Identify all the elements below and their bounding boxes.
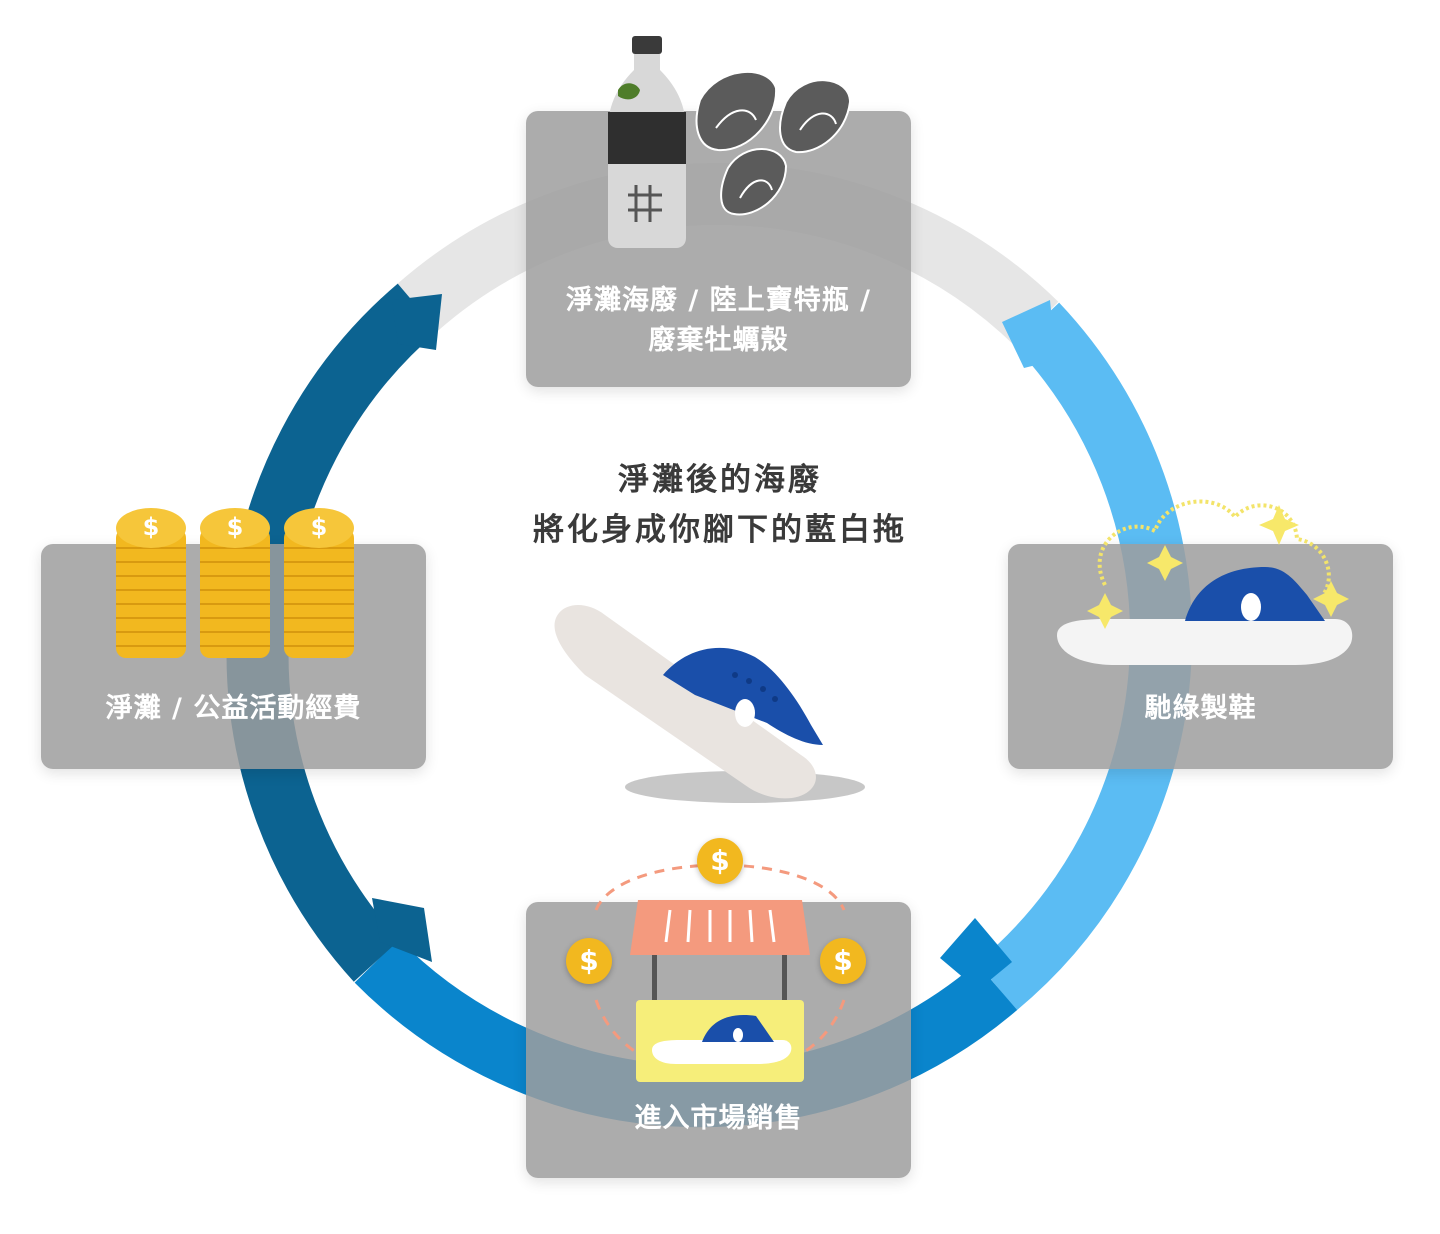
coin-icon-left: $	[566, 938, 612, 984]
center-slipper-icon	[554, 605, 865, 803]
waste-illustration	[608, 36, 852, 248]
slipper-icon	[1057, 567, 1353, 665]
market-illustration	[594, 863, 846, 1082]
coin-stack-icon	[116, 508, 354, 658]
oyster-shell-icon	[695, 70, 852, 216]
manufacture-illustration	[1057, 499, 1353, 665]
ring-arrowhead-bottom-right	[940, 918, 1012, 990]
center-caption-line2: 將化身成你腳下的藍白拖	[533, 512, 907, 548]
sparkle-icon	[1087, 505, 1349, 629]
ring-arrowhead-top-right	[1002, 300, 1056, 368]
step-label-collect-waste: 淨灘海廢 / 陸上寶特瓶 / 廢棄牡蠣殼	[526, 281, 911, 361]
step-card-collect-waste: 淨灘海廢 / 陸上寶特瓶 / 廢棄牡蠣殼	[526, 111, 911, 387]
coin-icon-right: $	[820, 938, 866, 984]
ring-arrowhead-bottom-left	[372, 898, 432, 962]
coin-stack-symbol-2: $	[226, 513, 244, 541]
market-stall-icon	[630, 900, 810, 1082]
step-label-collect-waste-line1: 淨灘海廢 / 陸上寶特瓶 /	[566, 285, 871, 316]
step-label-manufacture: 馳綠製鞋	[1144, 693, 1257, 724]
step-label-collect-waste-line2: 廢棄牡蠣殼	[648, 325, 789, 356]
ring-arrowhead-top-left	[392, 294, 442, 350]
center-caption: 淨灘後的海廢 將化身成你腳下的藍白拖	[470, 455, 970, 555]
slipper-icon	[652, 1015, 792, 1064]
center-caption-line1: 淨灘後的海廢	[618, 462, 822, 498]
bottle-icon	[608, 36, 686, 248]
step-label-market-sales: 進入市場銷售	[634, 1103, 803, 1134]
step-label-funding: 淨灘 / 公益活動經費	[105, 693, 362, 724]
coin-icon-top: $	[697, 838, 743, 884]
coin-stack-symbol-1: $	[142, 513, 160, 541]
coin-stack-symbol-3: $	[310, 513, 328, 541]
